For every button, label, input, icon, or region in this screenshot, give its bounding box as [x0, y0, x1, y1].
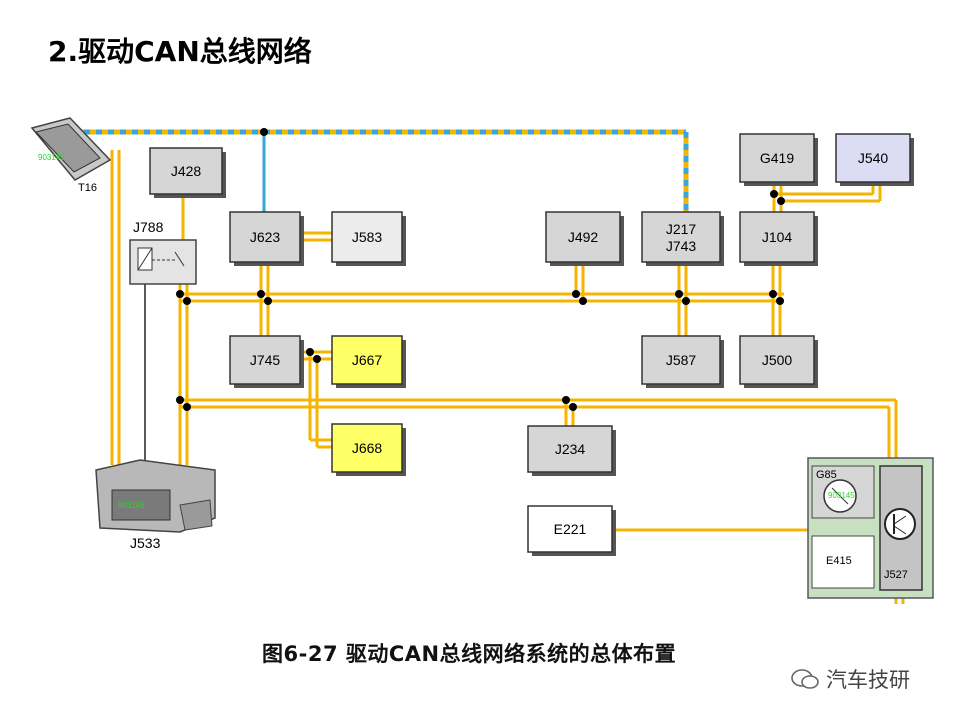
module-box: [331, 423, 403, 473]
module-label-j745: J745: [250, 352, 281, 368]
wechat-icon: [791, 669, 819, 689]
j788-label: J788: [133, 219, 164, 235]
module-box: [739, 335, 815, 385]
module-label-j587: J587: [666, 352, 697, 368]
j527-unit[interactable]: G85 903145 E415 J527: [807, 457, 934, 599]
module-box: [641, 211, 721, 263]
t16-label: T16: [78, 182, 97, 194]
top-can-line: [60, 128, 689, 212]
j788-relay[interactable]: J788: [129, 219, 197, 285]
module-box: [739, 211, 815, 263]
module-box: [527, 505, 613, 553]
module-box: [331, 335, 403, 385]
module-j745[interactable]: J745: [229, 335, 304, 388]
j533-label: J533: [130, 535, 161, 551]
module-j667[interactable]: J667: [331, 335, 406, 388]
module-j492[interactable]: J492: [545, 211, 624, 266]
module-j500[interactable]: J500: [739, 335, 818, 388]
t16-connector[interactable]: 903145 T16: [30, 117, 112, 194]
module-e221[interactable]: E221: [527, 505, 616, 556]
module-box: [835, 133, 911, 183]
module-label-j583: J583: [352, 229, 383, 245]
module-box: [527, 425, 613, 473]
module-j540[interactable]: J540: [835, 133, 914, 186]
e415-label: E415: [826, 555, 852, 567]
module-label-j668: J668: [352, 440, 383, 456]
module-label-j492: J492: [568, 229, 599, 245]
j533-code: 903145: [118, 501, 145, 510]
junction-dots: [176, 190, 785, 411]
module-label-j743: J743: [666, 238, 697, 254]
module-label-j428: J428: [171, 163, 202, 179]
module-label-j667: J667: [352, 352, 383, 368]
module-box: [331, 211, 403, 263]
module-label-j623: J623: [250, 229, 281, 245]
module-j587[interactable]: J587: [641, 335, 724, 388]
module-label-j217: J217: [666, 221, 697, 237]
t16-code: 903145: [38, 153, 65, 162]
module-j668[interactable]: J668: [331, 423, 406, 476]
g85-label: G85: [816, 469, 837, 481]
module-j428[interactable]: J428: [149, 147, 226, 198]
module-j234[interactable]: J234: [527, 425, 616, 476]
module-j583[interactable]: J583: [331, 211, 406, 266]
module-box: [149, 147, 223, 195]
module-label-j540: J540: [858, 150, 889, 166]
module-label-e221: E221: [554, 521, 587, 537]
figure-caption: 图6-27 驱动CAN总线网络系统的总体布置: [262, 642, 677, 666]
module-j104[interactable]: J104: [739, 211, 818, 266]
g85-code: 903145: [828, 491, 855, 500]
module-label-g419: G419: [760, 150, 794, 166]
page-title: 2.驱动CAN总线网络: [48, 35, 312, 68]
module-box: [229, 211, 301, 263]
module-box: [641, 335, 721, 385]
module-g419[interactable]: G419: [739, 133, 818, 186]
module-label-j500: J500: [762, 352, 793, 368]
module-j623[interactable]: J623: [229, 211, 304, 266]
module-label-j234: J234: [555, 441, 586, 457]
module-box: [545, 211, 621, 263]
module-label-j104: J104: [762, 229, 793, 245]
module-box: [739, 133, 815, 183]
module-box: [229, 335, 301, 385]
watermark: 汽车技研: [790, 664, 910, 694]
j527-label: J527: [884, 569, 908, 581]
watermark-text: 汽车技研: [826, 668, 910, 692]
j533-gateway[interactable]: 903145 J533: [95, 459, 216, 551]
